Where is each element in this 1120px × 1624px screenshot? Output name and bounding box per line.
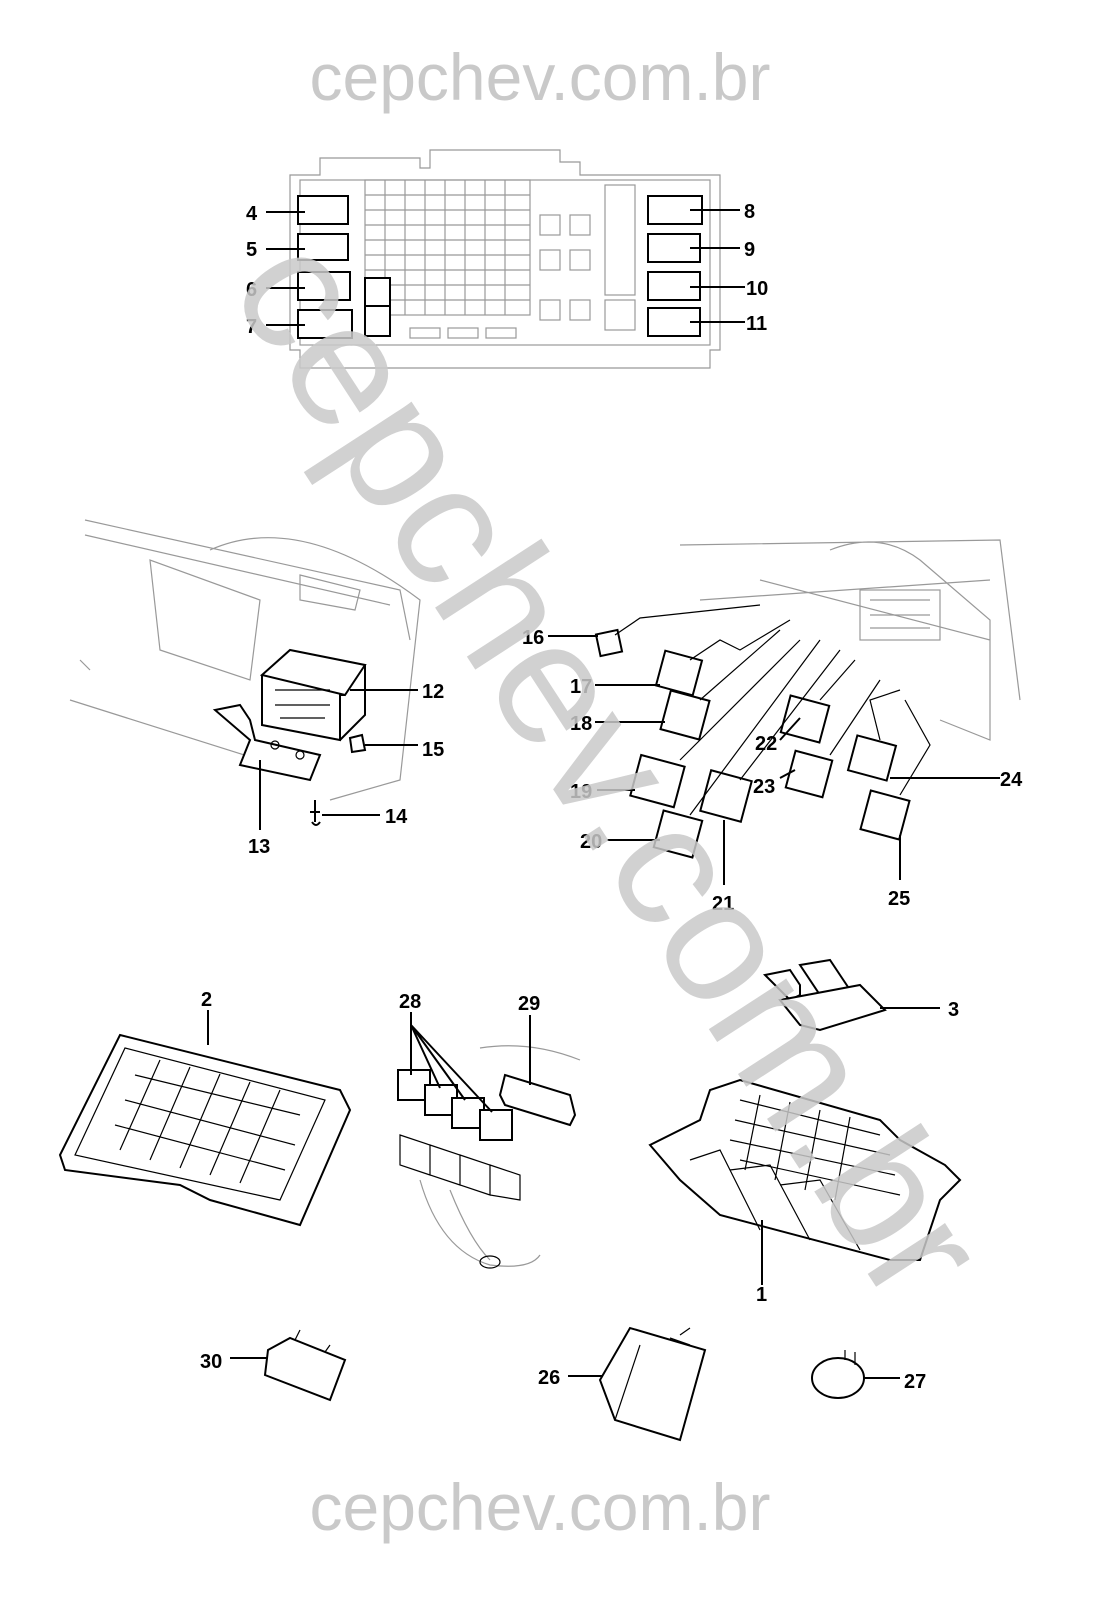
relay-23	[784, 749, 834, 799]
mounting-bracket-13	[212, 703, 322, 782]
callout-1: 1	[756, 1284, 767, 1306]
callout-18: 18	[570, 713, 592, 735]
callout-7: 7	[246, 316, 257, 338]
callout-17: 17	[570, 676, 592, 698]
callout-24: 24	[1000, 769, 1023, 791]
relay-19	[629, 753, 686, 809]
callout-14: 14	[385, 806, 408, 828]
callout-23: 23	[753, 776, 775, 798]
callout-20: 20	[580, 831, 602, 853]
callout-19: 19	[570, 781, 592, 803]
relay-slot-small-b	[364, 305, 391, 337]
callout-30: 30	[200, 1351, 222, 1373]
relay-26	[568, 1326, 707, 1442]
callout-5: 5	[246, 239, 257, 261]
callout-9: 9	[744, 239, 755, 261]
relay-slot-6	[297, 271, 351, 301]
fuse-panel-layout	[266, 149, 745, 369]
callout-27: 27	[904, 1371, 926, 1393]
callout-8: 8	[744, 201, 755, 223]
bracket-29	[479, 1015, 581, 1127]
relay-slot-4	[297, 195, 349, 225]
callout-29: 29	[518, 993, 540, 1015]
relay-20	[652, 809, 704, 859]
callout-21: 21	[712, 893, 734, 915]
flasher-27	[811, 1350, 900, 1399]
fuse-3	[762, 958, 940, 1032]
callout-10: 10	[746, 278, 768, 300]
callout-6: 6	[246, 279, 257, 301]
callout-13: 13	[248, 836, 270, 858]
relay-24	[846, 734, 898, 782]
relay-22	[779, 694, 831, 744]
callout-16: 16	[522, 627, 544, 649]
relay-16	[594, 628, 624, 658]
callout-2: 2	[201, 989, 212, 1011]
callout-3: 3	[948, 999, 959, 1021]
fuse-grid	[364, 179, 636, 339]
callout-25: 25	[888, 888, 910, 910]
callout-12: 12	[422, 681, 444, 703]
relay-set-28	[397, 1012, 541, 1269]
dashboard-module-assembly	[69, 519, 421, 830]
callout-4: 4	[246, 203, 258, 225]
relay-25	[859, 789, 911, 841]
callout-28: 28	[399, 991, 421, 1013]
callout-labels: 4 5 6 7 8 9 10 11 12 13 14 15 16 17 18 1…	[200, 201, 1023, 1393]
relay-slot-10	[647, 271, 701, 301]
fuse-box-cover-2	[58, 1010, 352, 1227]
relay-30	[230, 1329, 347, 1402]
relay-harness-assembly	[548, 539, 1021, 885]
fuse-box-1	[648, 1078, 962, 1285]
watermark-bottom: cepchev.com.br	[310, 1470, 771, 1544]
callout-22: 22	[755, 733, 777, 755]
relay-slot-7	[297, 309, 353, 339]
screw-14	[310, 800, 321, 826]
relay-slot-5	[297, 233, 349, 261]
watermark-top: cepchev.com.br	[310, 40, 771, 114]
clip-15	[348, 733, 367, 754]
relay-18	[659, 689, 711, 741]
relay-17	[654, 649, 704, 697]
callout-11: 11	[746, 313, 767, 335]
control-module-12	[259, 648, 367, 742]
callout-15: 15	[422, 739, 444, 761]
callout-26: 26	[538, 1367, 560, 1389]
